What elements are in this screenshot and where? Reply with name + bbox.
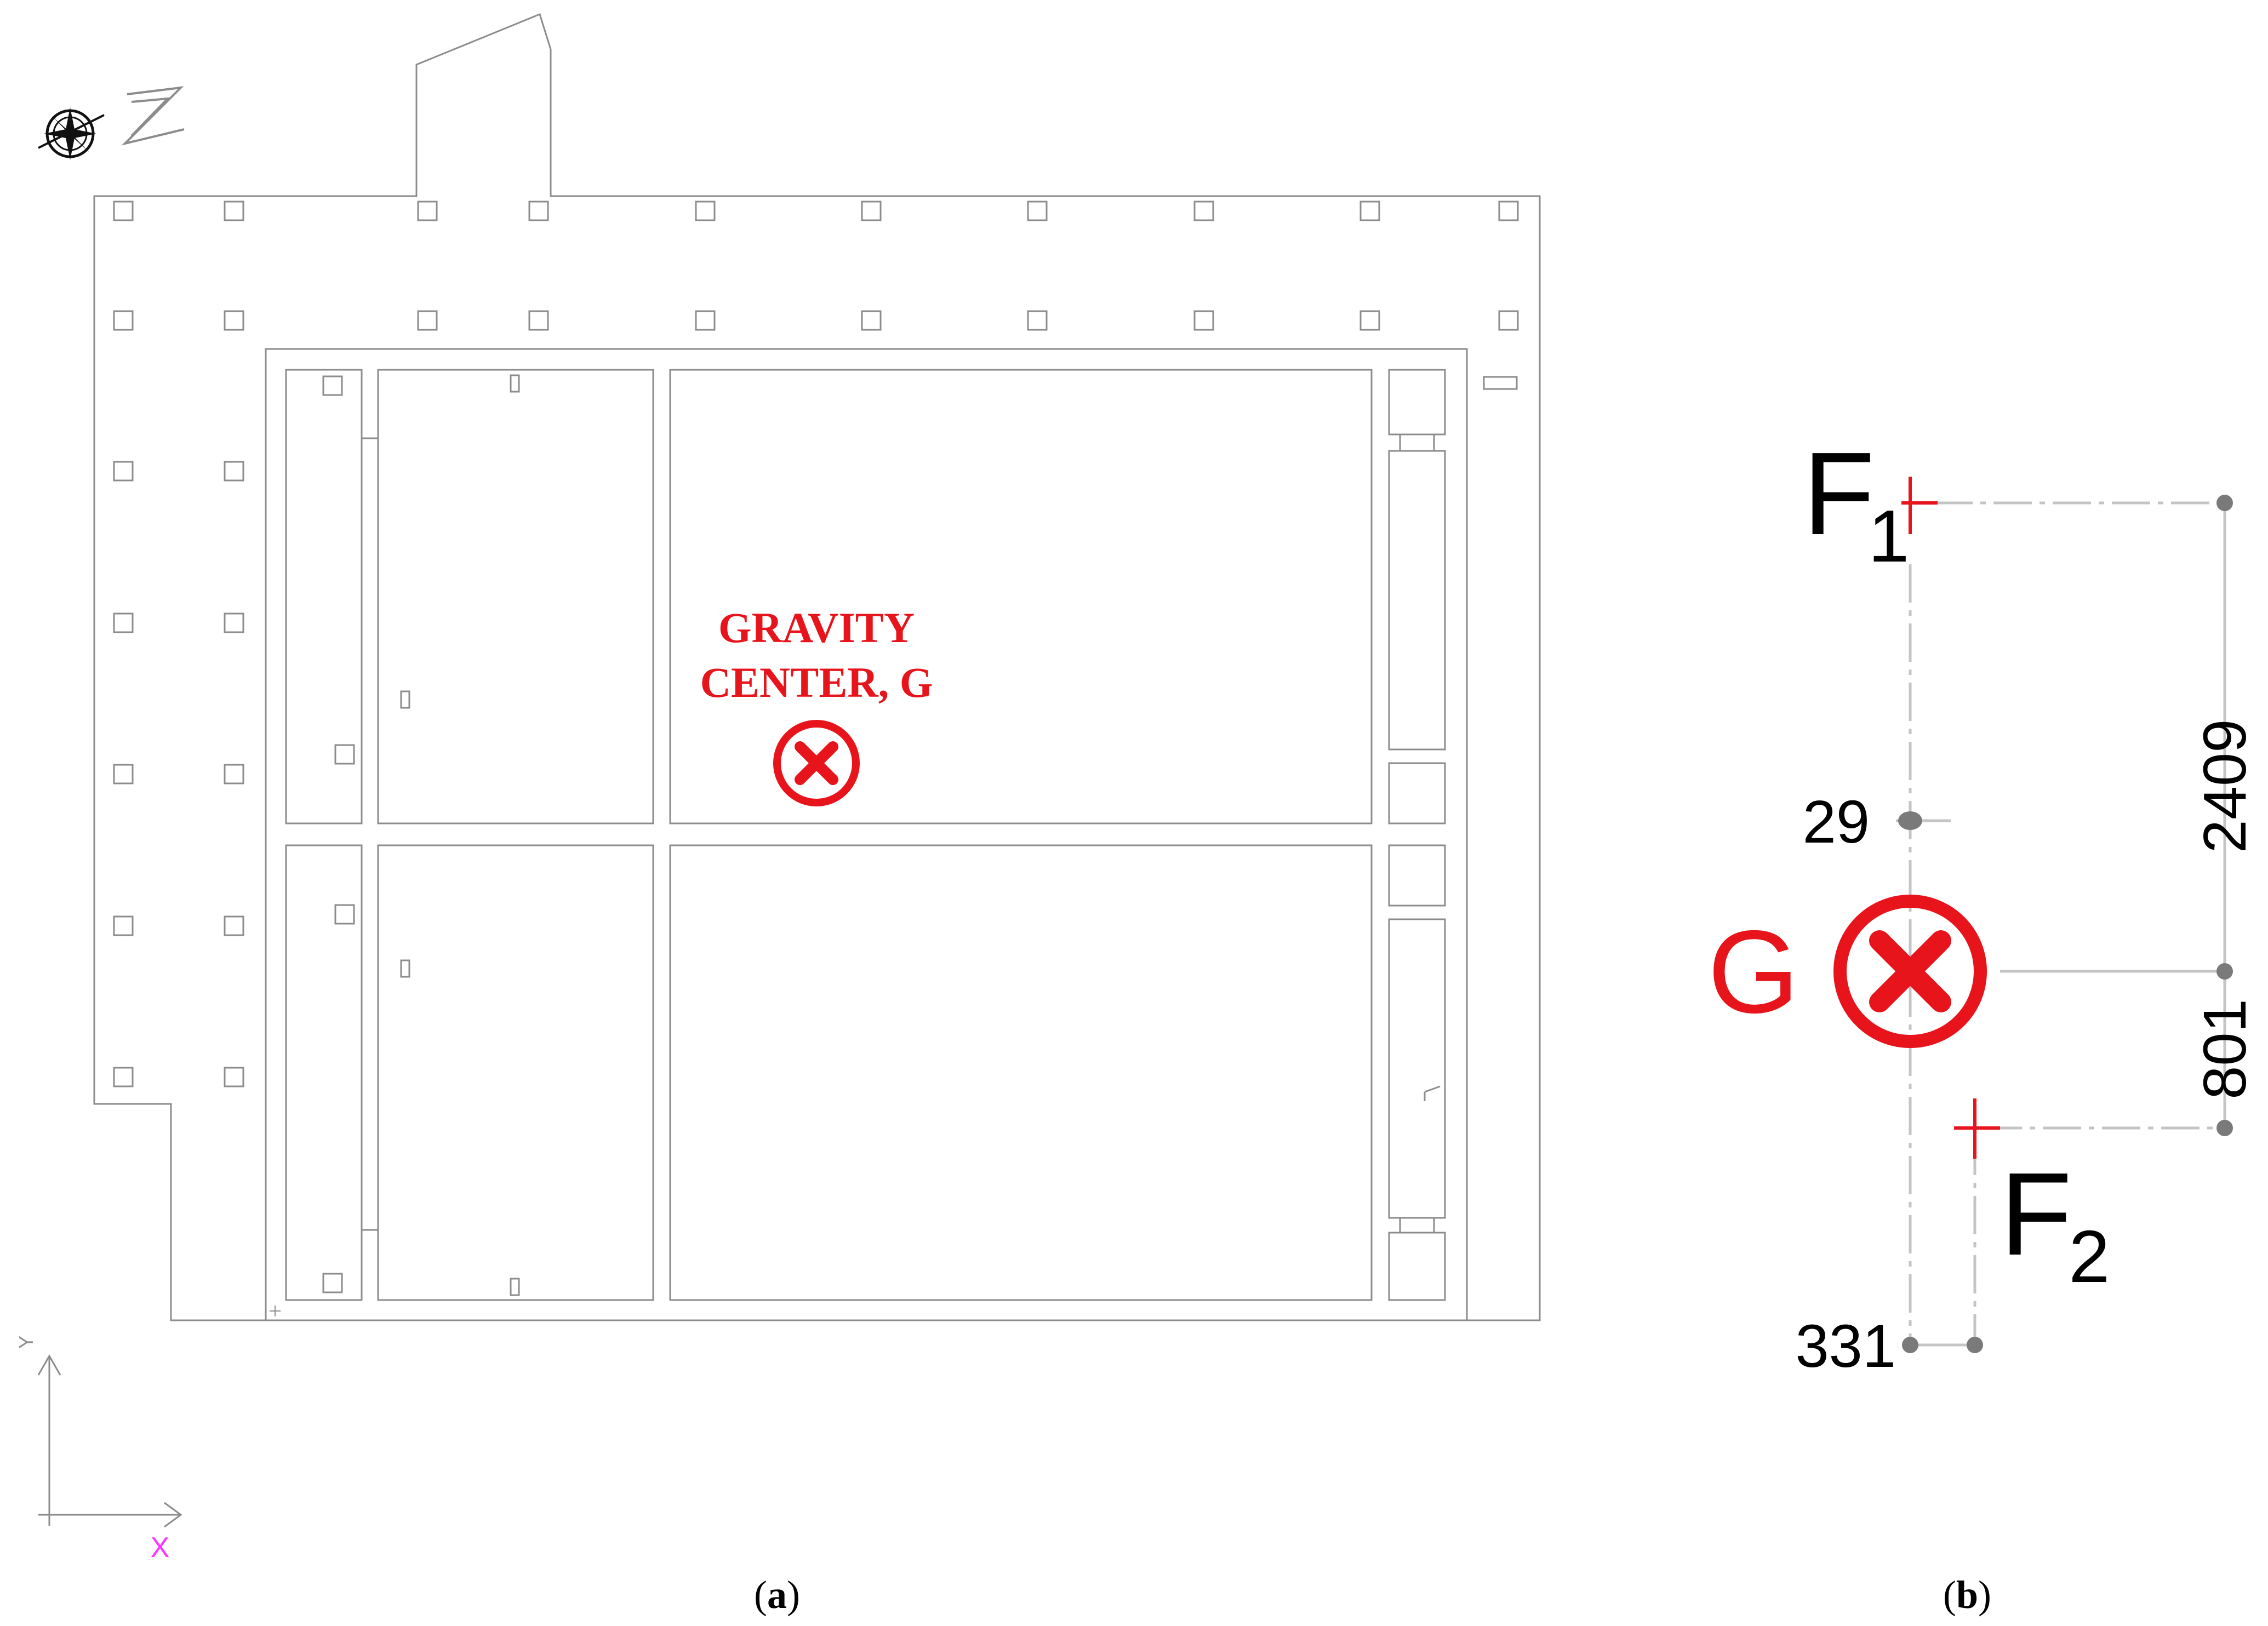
column-square <box>113 1067 134 1087</box>
inner-enclosure <box>265 348 1468 1321</box>
caption-b: (b) <box>1943 1573 1991 1617</box>
column-square <box>113 915 134 936</box>
dim-331: 331 <box>1795 1313 1896 1380</box>
gravity-g-label: G <box>1707 906 1799 1038</box>
outlet-slot <box>1483 376 1518 390</box>
column-square <box>224 461 244 482</box>
service-cell-4 <box>1388 844 1446 907</box>
compartment-lower-narrow <box>285 844 363 1301</box>
caption-a: (a) <box>754 1573 800 1617</box>
column-square <box>113 310 134 331</box>
north-compass-icon <box>38 107 105 160</box>
detail-small <box>510 374 520 393</box>
building-outline <box>93 13 1541 1321</box>
force-f2-marker-icon <box>1954 1098 2000 1159</box>
column-square <box>113 201 134 221</box>
compartment-upper-narrow <box>285 369 363 825</box>
axis-y-label: Y <box>15 1336 37 1349</box>
panel-a-floor-plan <box>93 13 1541 1321</box>
column-square <box>1498 310 1519 331</box>
column-square <box>695 201 716 221</box>
panel-b-dimension-lines <box>1896 501 2226 1347</box>
compartment-upper-small <box>377 369 654 825</box>
column-square <box>224 612 244 633</box>
column-square <box>224 1067 244 1087</box>
column-square <box>1027 201 1048 221</box>
column-square <box>1498 201 1519 221</box>
dim-29: 29 <box>1803 788 1870 856</box>
gravity-center-b-icon <box>1833 895 1987 1048</box>
dim-2409: 2409 <box>2191 719 2259 854</box>
detail-box <box>322 1273 343 1293</box>
columns-group <box>113 201 1519 1087</box>
column-square <box>1359 201 1380 221</box>
axis-x-label: X <box>151 1532 170 1564</box>
detail-box <box>334 744 355 765</box>
gravity-label-line1: GRAVITY <box>718 604 915 651</box>
compartment-upper-large <box>669 369 1373 825</box>
service-cell-5 <box>1388 918 1446 1219</box>
column-square <box>224 201 244 221</box>
north-marker <box>121 86 185 146</box>
column-square <box>113 612 134 633</box>
column-square <box>224 310 244 331</box>
column-square <box>695 310 716 331</box>
detail-box <box>322 375 343 396</box>
detail-small <box>510 1278 520 1296</box>
force-f1-label: F1 <box>1803 427 1909 577</box>
dim-801: 801 <box>2191 999 2259 1100</box>
detail-hook <box>1424 1085 1441 1101</box>
column-square <box>417 201 438 221</box>
column-square <box>417 310 438 331</box>
force-f2-label: F2 <box>2000 1148 2110 1298</box>
column-square <box>1193 310 1214 331</box>
panel-b-dimension-points <box>1898 495 2233 1353</box>
column-square <box>528 310 549 331</box>
column-square <box>528 201 549 221</box>
compartment-lower-large <box>669 844 1373 1301</box>
force-f1-marker-icon <box>1901 477 1938 534</box>
column-square <box>861 310 882 331</box>
service-cell-6 <box>1388 1232 1446 1301</box>
column-square <box>224 764 244 785</box>
column-square <box>1027 310 1048 331</box>
column-square <box>1359 310 1380 331</box>
detail-small <box>400 959 410 978</box>
detail-small <box>400 690 410 709</box>
service-cell-2 <box>1388 450 1446 751</box>
gravity-label-line2: CENTER, G <box>700 659 933 706</box>
column-square <box>1193 201 1214 221</box>
gravity-center-icon <box>773 720 860 806</box>
column-square <box>113 764 134 785</box>
service-cell-1 <box>1388 369 1446 436</box>
column-square <box>113 461 134 482</box>
compartment-lower-small <box>377 844 654 1301</box>
column-square <box>224 915 244 936</box>
axis-indicator <box>37 1354 182 1528</box>
origin-tick <box>270 1306 281 1316</box>
service-cell-3 <box>1388 762 1446 825</box>
detail-box <box>334 904 355 925</box>
column-square <box>861 201 882 221</box>
